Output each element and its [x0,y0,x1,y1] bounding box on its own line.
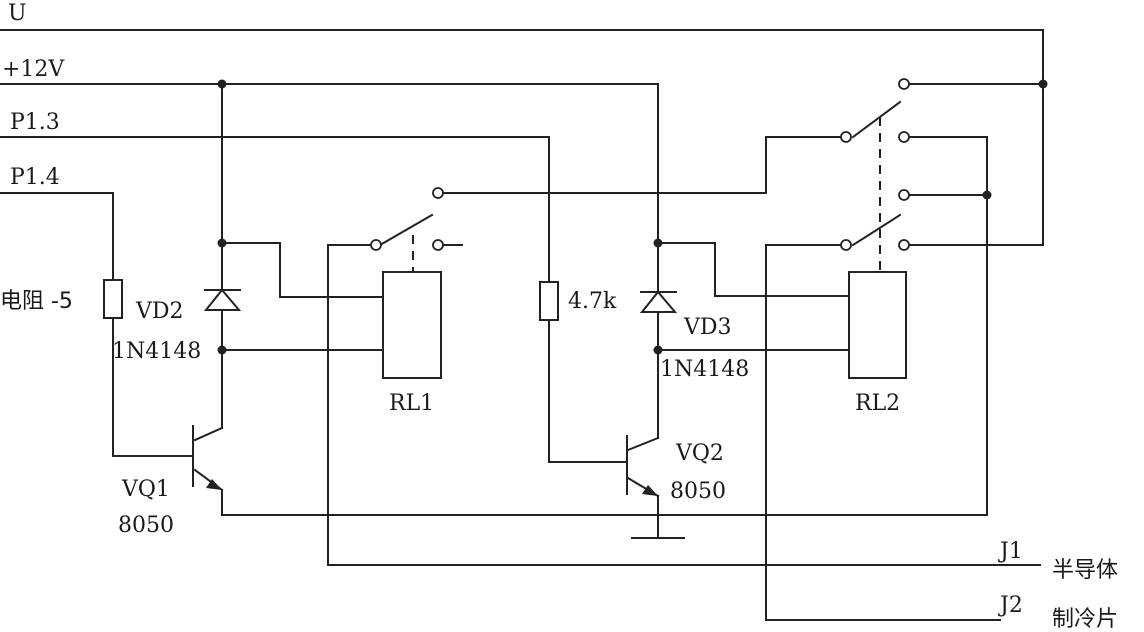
label-vd2-name: VD2 [135,299,184,324]
label-vq1-name: VQ1 [121,477,170,502]
label-r1: 电阻 -5 [0,289,73,314]
resistor-r2 [539,281,559,321]
junction-dots [217,79,1048,355]
wire-vq1-collector [193,83,224,442]
relay-rl1-switch [327,213,463,566]
label-rl2: RL2 [855,391,900,416]
wire-rl1-nc-to-rl2 [442,136,841,194]
wire-rl2-contacts [765,83,1044,621]
wire-ground-return [221,194,988,516]
label-vq1-part: 8050 [118,513,174,538]
wire-rl1-coil-top [221,242,384,298]
label-j2: J2 [998,593,1023,618]
wire-rl2-coil-top [657,242,850,297]
label-u: U [8,1,27,26]
rail-12v [0,83,659,241]
transistor-vq2 [626,435,660,498]
label-j1-desc: 半导体 [1052,558,1118,583]
label-p13: P1.3 [10,110,60,135]
diode-vd2 [203,288,242,311]
label-j1: J1 [998,539,1023,564]
label-p14: P1.4 [10,165,60,190]
wire-vq2-base [548,319,628,463]
wire-vq1-base [112,317,194,457]
ground-symbol [631,495,685,539]
rail-p14 [0,192,114,281]
relay-contact-terminals [370,78,910,251]
rail-u [0,29,1044,246]
relay-rl1-coil [382,271,442,379]
label-12v: +12V [2,57,65,82]
label-vd2-part: 1N4148 [112,339,201,364]
label-j2-desc: 制冷片 [1052,607,1118,632]
relay-rl2-switches [851,100,902,272]
rail-p13 [0,136,550,283]
resistor-r1 [103,279,123,319]
label-vq2-part: 8050 [670,479,726,504]
label-vq2-name: VQ2 [675,441,724,466]
label-r2: 4.7k [568,289,617,314]
transistor-vq1 [192,425,224,492]
diode-vd3 [639,290,678,313]
label-vd3-name: VD3 [683,315,732,340]
label-vd3-part: 1N4148 [660,357,749,382]
relay-rl2-coil [848,271,907,379]
wire-vq2-collector [626,239,660,452]
label-rl1: RL1 [389,391,434,416]
